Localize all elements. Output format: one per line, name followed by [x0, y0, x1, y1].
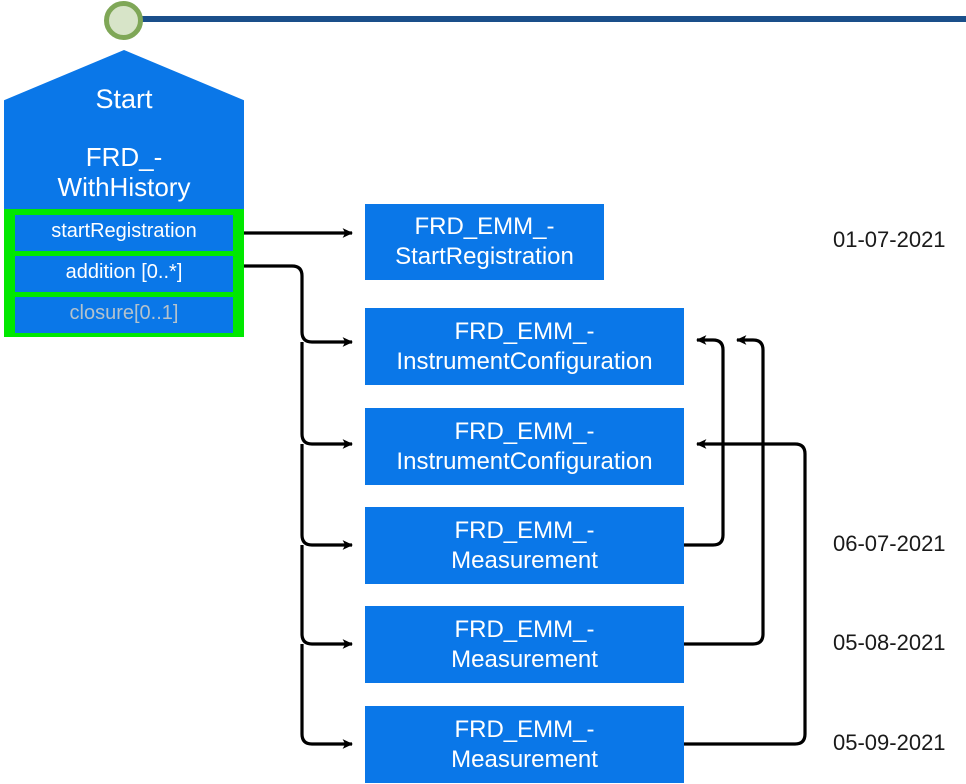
event-box-instrument-config-1[interactable]: FRD_EMM_-InstrumentConfiguration	[365, 308, 684, 385]
event-box-line1: FRD_EMM_-	[454, 417, 595, 445]
start-node[interactable]: Start FRD_- WithHistory	[4, 50, 244, 212]
event-box-line1: FRD_EMM_-	[414, 213, 555, 240]
event-box-measurement-2[interactable]: FRD_EMM_-Measurement	[365, 606, 684, 683]
event-box-label: FRD_EMM_-Measurement	[451, 715, 598, 775]
event-box-label: FRD_EMM_-InstrumentConfiguration	[396, 317, 652, 377]
event-box-line2: Measurement	[451, 745, 598, 773]
event-box-label: FRD_EMM_-Measurement	[451, 516, 598, 576]
date-label-measurement-2: 05-08-2021	[833, 630, 946, 655]
event-box-label: FRD_EMM_- StartRegistration	[395, 212, 574, 272]
timeline-start-node-icon	[104, 1, 143, 40]
date-label-start-registration: 01-07-2021	[833, 227, 946, 252]
date-label-measurement-3: 05-09-2021	[833, 730, 946, 755]
event-box-line1: FRD_EMM_-	[454, 516, 595, 544]
event-box-line2: InstrumentConfiguration	[396, 447, 653, 475]
edge-measurement-2-to-config-1	[684, 335, 765, 646]
slot-closure[interactable]: closure[0..1]	[15, 297, 233, 333]
event-box-instrument-config-2[interactable]: FRD_EMM_-InstrumentConfiguration	[365, 408, 684, 485]
event-box-start-registration[interactable]: FRD_EMM_- StartRegistration	[365, 204, 604, 280]
event-box-line1: FRD_EMM_-	[454, 715, 595, 743]
event-box-measurement-3[interactable]: FRD_EMM_-Measurement	[365, 706, 684, 783]
slot-start-registration[interactable]: startRegistration	[15, 215, 233, 251]
edge-measurement-3-to-config-2	[684, 439, 807, 746]
event-box-label: FRD_EMM_-Measurement	[451, 615, 598, 675]
event-box-line1: FRD_EMM_-	[454, 615, 595, 643]
edge-addition-to-measurement-3	[300, 644, 354, 749]
timeline-axis	[140, 16, 966, 22]
edge-addition-to-measurement-2	[300, 545, 354, 649]
start-node-title: Start	[95, 84, 153, 114]
start-node-subtitle-line2: WithHistory	[57, 172, 191, 202]
event-box-measurement-1[interactable]: FRD_EMM_-Measurement	[365, 507, 684, 584]
edge-addition-to-config-1	[244, 264, 354, 347]
event-box-label: FRD_EMM_-InstrumentConfiguration	[396, 417, 652, 477]
edge-addition-to-config-2	[300, 342, 354, 449]
start-node-compartment: startRegistration addition [0..*] closur…	[4, 209, 244, 337]
event-box-line2: Measurement	[451, 546, 598, 574]
event-box-line2: Measurement	[451, 645, 598, 673]
event-box-line1: FRD_EMM_-	[454, 317, 595, 345]
edge-addition-to-measurement-1	[300, 444, 354, 550]
start-node-subtitle: FRD_- WithHistory	[4, 142, 244, 202]
event-box-line2: InstrumentConfiguration	[396, 347, 653, 375]
date-label-measurement-1: 06-07-2021	[833, 531, 946, 556]
event-box-line2: StartRegistration	[395, 243, 574, 270]
slot-addition[interactable]: addition [0..*]	[15, 256, 233, 292]
start-node-subtitle-line1: FRD_-	[85, 142, 163, 172]
edge-measurement-1-to-config-1	[684, 335, 725, 547]
